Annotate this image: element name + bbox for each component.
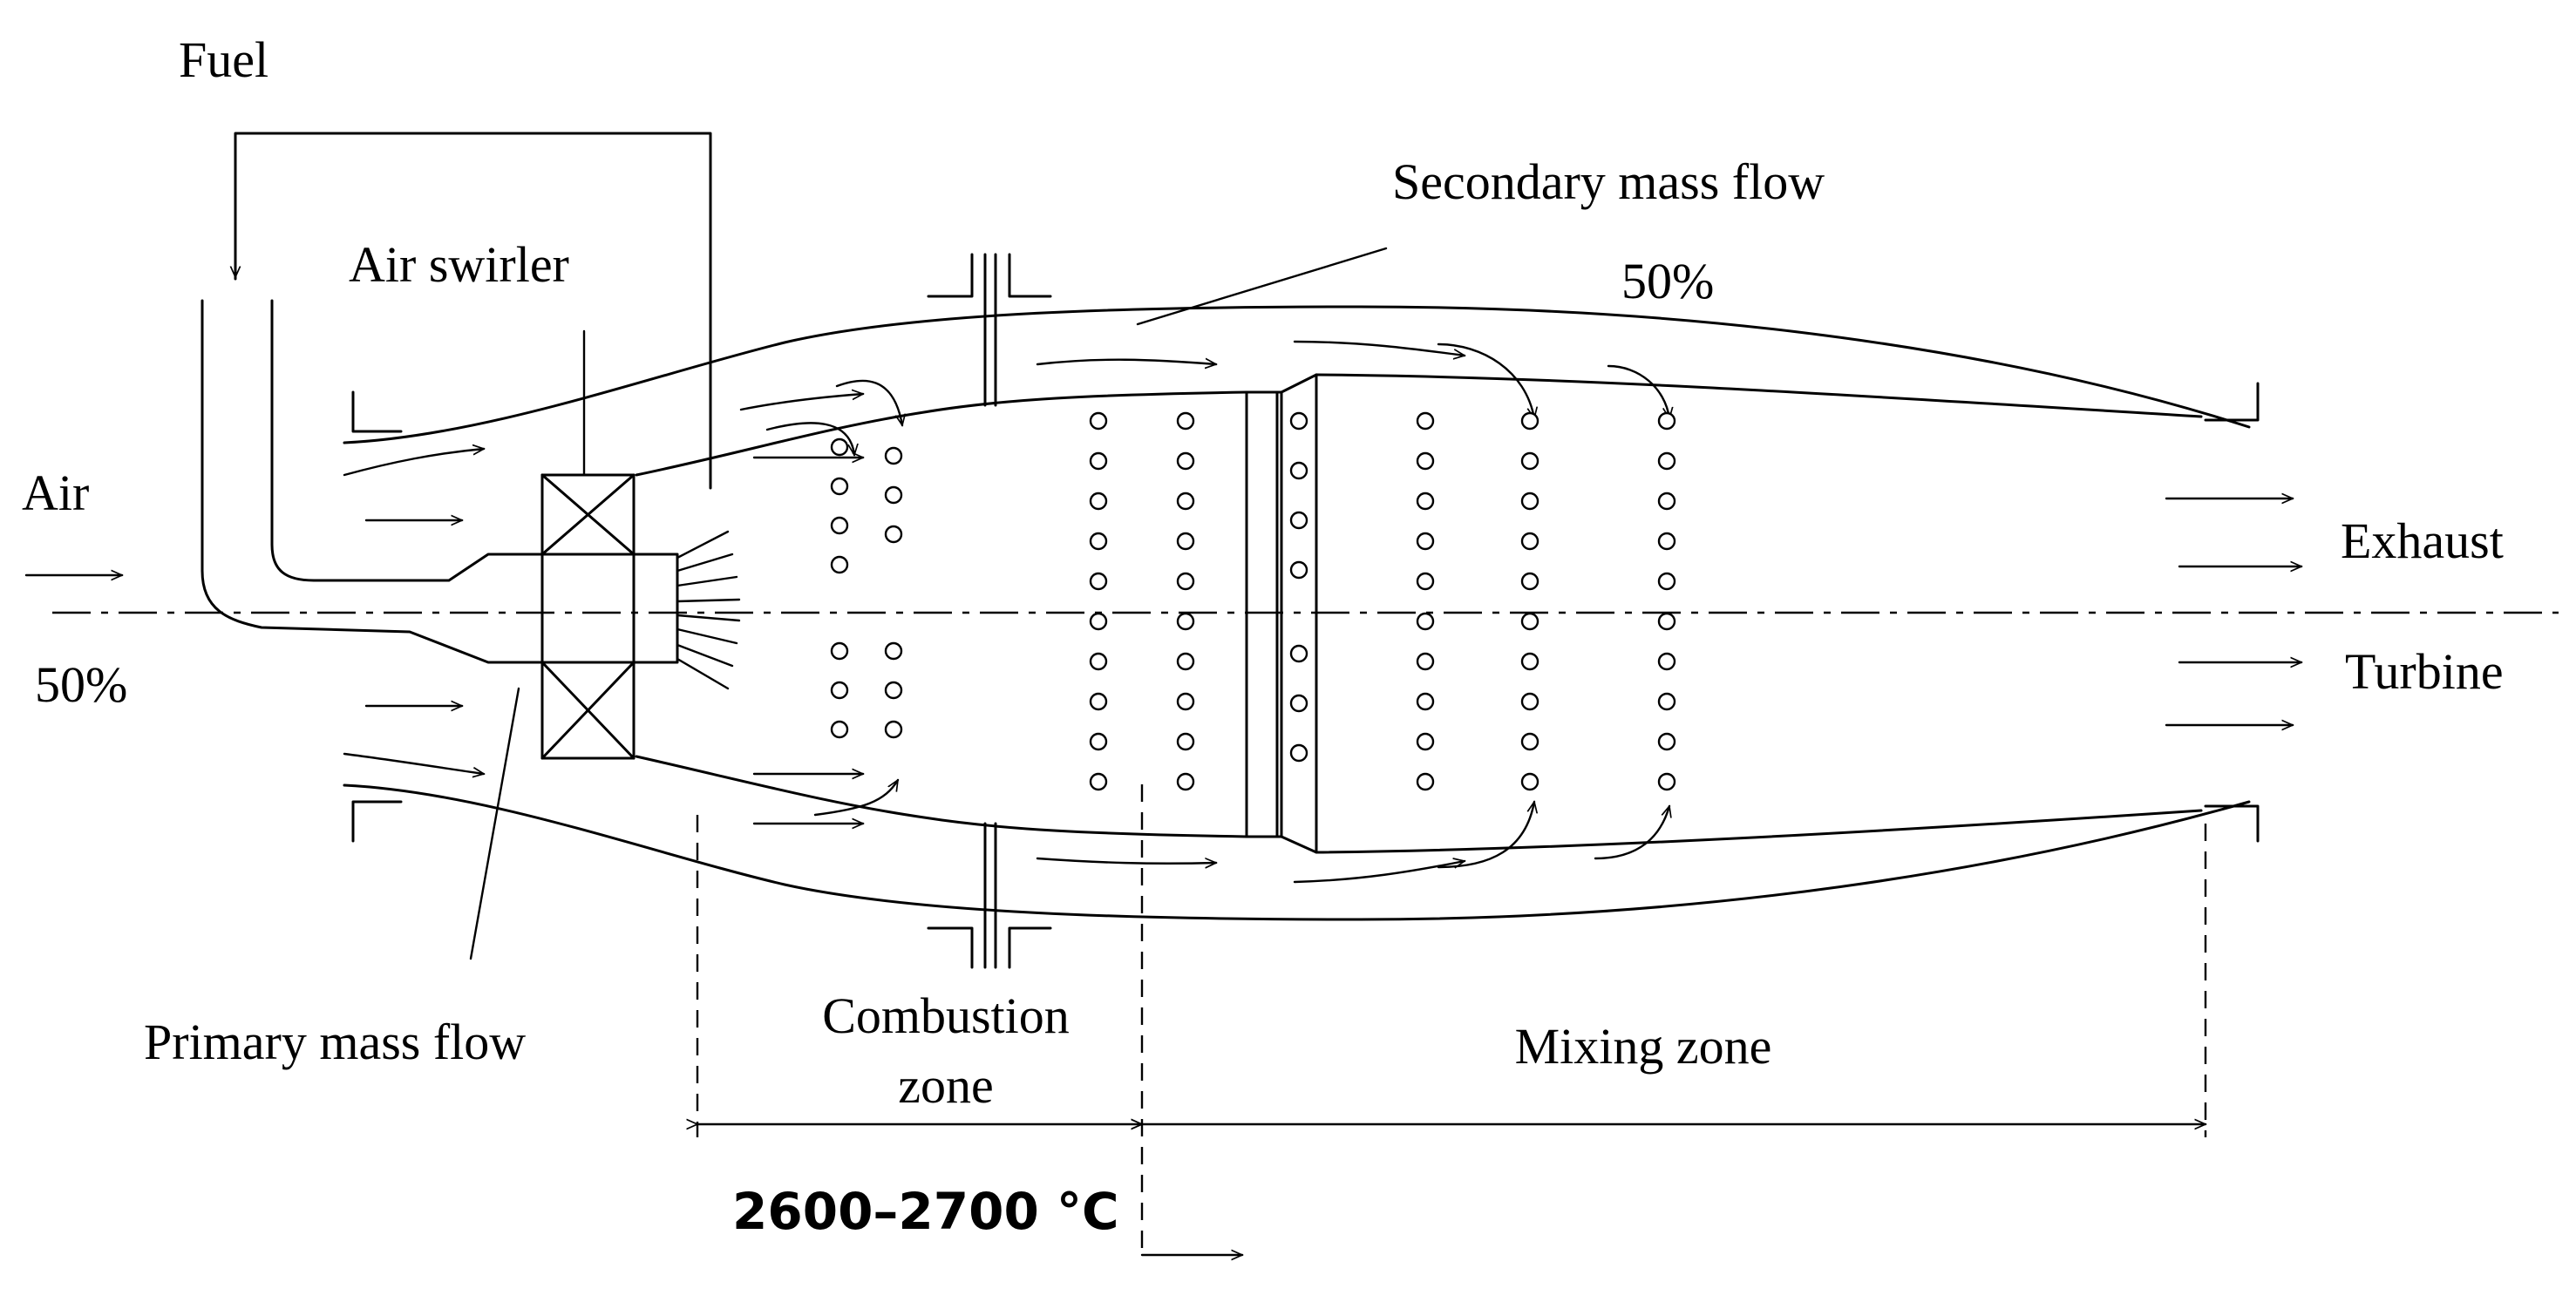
dilution-hole: [884, 485, 903, 505]
dilution-hole: [1176, 772, 1195, 791]
dilution-hole: [1520, 692, 1539, 711]
dilution-hole: [1089, 692, 1108, 711]
dilution-hole: [1089, 612, 1108, 631]
dilution-hole: [1176, 612, 1195, 631]
dilution-hole: [1520, 532, 1539, 551]
dilution-hole: [1416, 652, 1435, 671]
dilution-hole: [884, 525, 903, 544]
dilution-hole: [1089, 772, 1108, 791]
dilution-hole: [1416, 692, 1435, 711]
dilution-hole: [1176, 532, 1195, 551]
dilution-hole: [884, 681, 903, 700]
combustor-liner: [635, 373, 2203, 854]
air-percent-label: 50%: [35, 656, 127, 713]
dilution-hole: [1520, 652, 1539, 671]
turbine-label: Turbine: [2345, 643, 2504, 700]
dilution-hole: [1657, 492, 1676, 511]
dilution-hole: [830, 477, 849, 496]
fuel-label: Fuel: [179, 31, 268, 88]
dilution-hole: [1089, 411, 1108, 431]
fuel-injector: [201, 132, 712, 664]
dilution-hole: [1289, 461, 1308, 480]
temperature-label: 2600–2700 °C: [732, 1182, 1119, 1241]
dilution-hole: [1176, 652, 1195, 671]
dilution-hole: [1176, 692, 1195, 711]
dilution-holes: [830, 411, 1676, 791]
dilution-hole: [830, 681, 849, 700]
dilution-hole: [1176, 492, 1195, 511]
combustion-zone-label-line2: zone: [898, 1057, 994, 1114]
dilution-hole: [1416, 732, 1435, 751]
dilution-hole: [830, 720, 849, 739]
dilution-hole: [1520, 772, 1539, 791]
dilution-hole: [830, 555, 849, 574]
air-label: Air: [22, 465, 89, 521]
dilution-hole: [1520, 612, 1539, 631]
air-swirler-label: Air swirler: [349, 236, 569, 293]
dilution-hole: [1289, 560, 1308, 580]
dilution-hole: [1416, 451, 1435, 471]
flow-arrows: [24, 340, 2301, 884]
dilution-hole: [1520, 451, 1539, 471]
secondary-mass-flow-label: Secondary mass flow: [1392, 153, 1825, 210]
dilution-hole: [830, 516, 849, 535]
dilution-hole: [1657, 451, 1676, 471]
dilution-hole: [1520, 572, 1539, 591]
dilution-hole: [1657, 652, 1676, 671]
dilution-hole: [1416, 572, 1435, 591]
dilution-hole: [830, 641, 849, 661]
combustion-zone-label-line1: Combustion: [822, 987, 1070, 1044]
dilution-hole: [1089, 572, 1108, 591]
dilution-hole: [1289, 411, 1308, 431]
dilution-hole: [884, 720, 903, 739]
dilution-hole: [1657, 612, 1676, 631]
dilution-hole: [884, 641, 903, 661]
dilution-hole: [830, 437, 849, 457]
dilution-hole: [1520, 732, 1539, 751]
secondary-percent-label: 50%: [1621, 253, 1714, 309]
outer-casing: [343, 253, 2260, 969]
dilution-hole: [1289, 743, 1308, 763]
dilution-hole: [1657, 772, 1676, 791]
dilution-hole: [1089, 492, 1108, 511]
dilution-hole: [1416, 492, 1435, 511]
dilution-hole: [1289, 511, 1308, 530]
dilution-hole: [1089, 532, 1108, 551]
dilution-hole: [1176, 572, 1195, 591]
dilution-hole: [1657, 572, 1676, 591]
dilution-hole: [1657, 732, 1676, 751]
mixing-zone-label: Mixing zone: [1515, 1018, 1772, 1075]
dilution-hole: [1416, 612, 1435, 631]
dilution-hole: [1176, 451, 1195, 471]
dilution-hole: [1416, 772, 1435, 791]
dilution-hole: [1657, 532, 1676, 551]
dilution-hole: [1089, 451, 1108, 471]
dilution-hole: [1176, 732, 1195, 751]
primary-mass-flow-label: Primary mass flow: [144, 1014, 526, 1070]
dilution-hole: [1416, 411, 1435, 431]
exhaust-label: Exhaust: [2341, 512, 2504, 569]
leader-lines: [469, 247, 1388, 960]
dilution-hole: [1520, 492, 1539, 511]
dilution-hole: [1089, 732, 1108, 751]
zone-dimensions: [697, 784, 2206, 1255]
dilution-hole: [1520, 411, 1539, 431]
dilution-hole: [1289, 694, 1308, 713]
dilution-hole: [1416, 532, 1435, 551]
dilution-hole: [1289, 644, 1308, 663]
dilution-hole: [1657, 411, 1676, 431]
dilution-hole: [884, 446, 903, 465]
dilution-hole: [1089, 652, 1108, 671]
air-swirler: [540, 473, 741, 760]
dilution-hole: [1176, 411, 1195, 431]
dilution-hole: [1657, 692, 1676, 711]
